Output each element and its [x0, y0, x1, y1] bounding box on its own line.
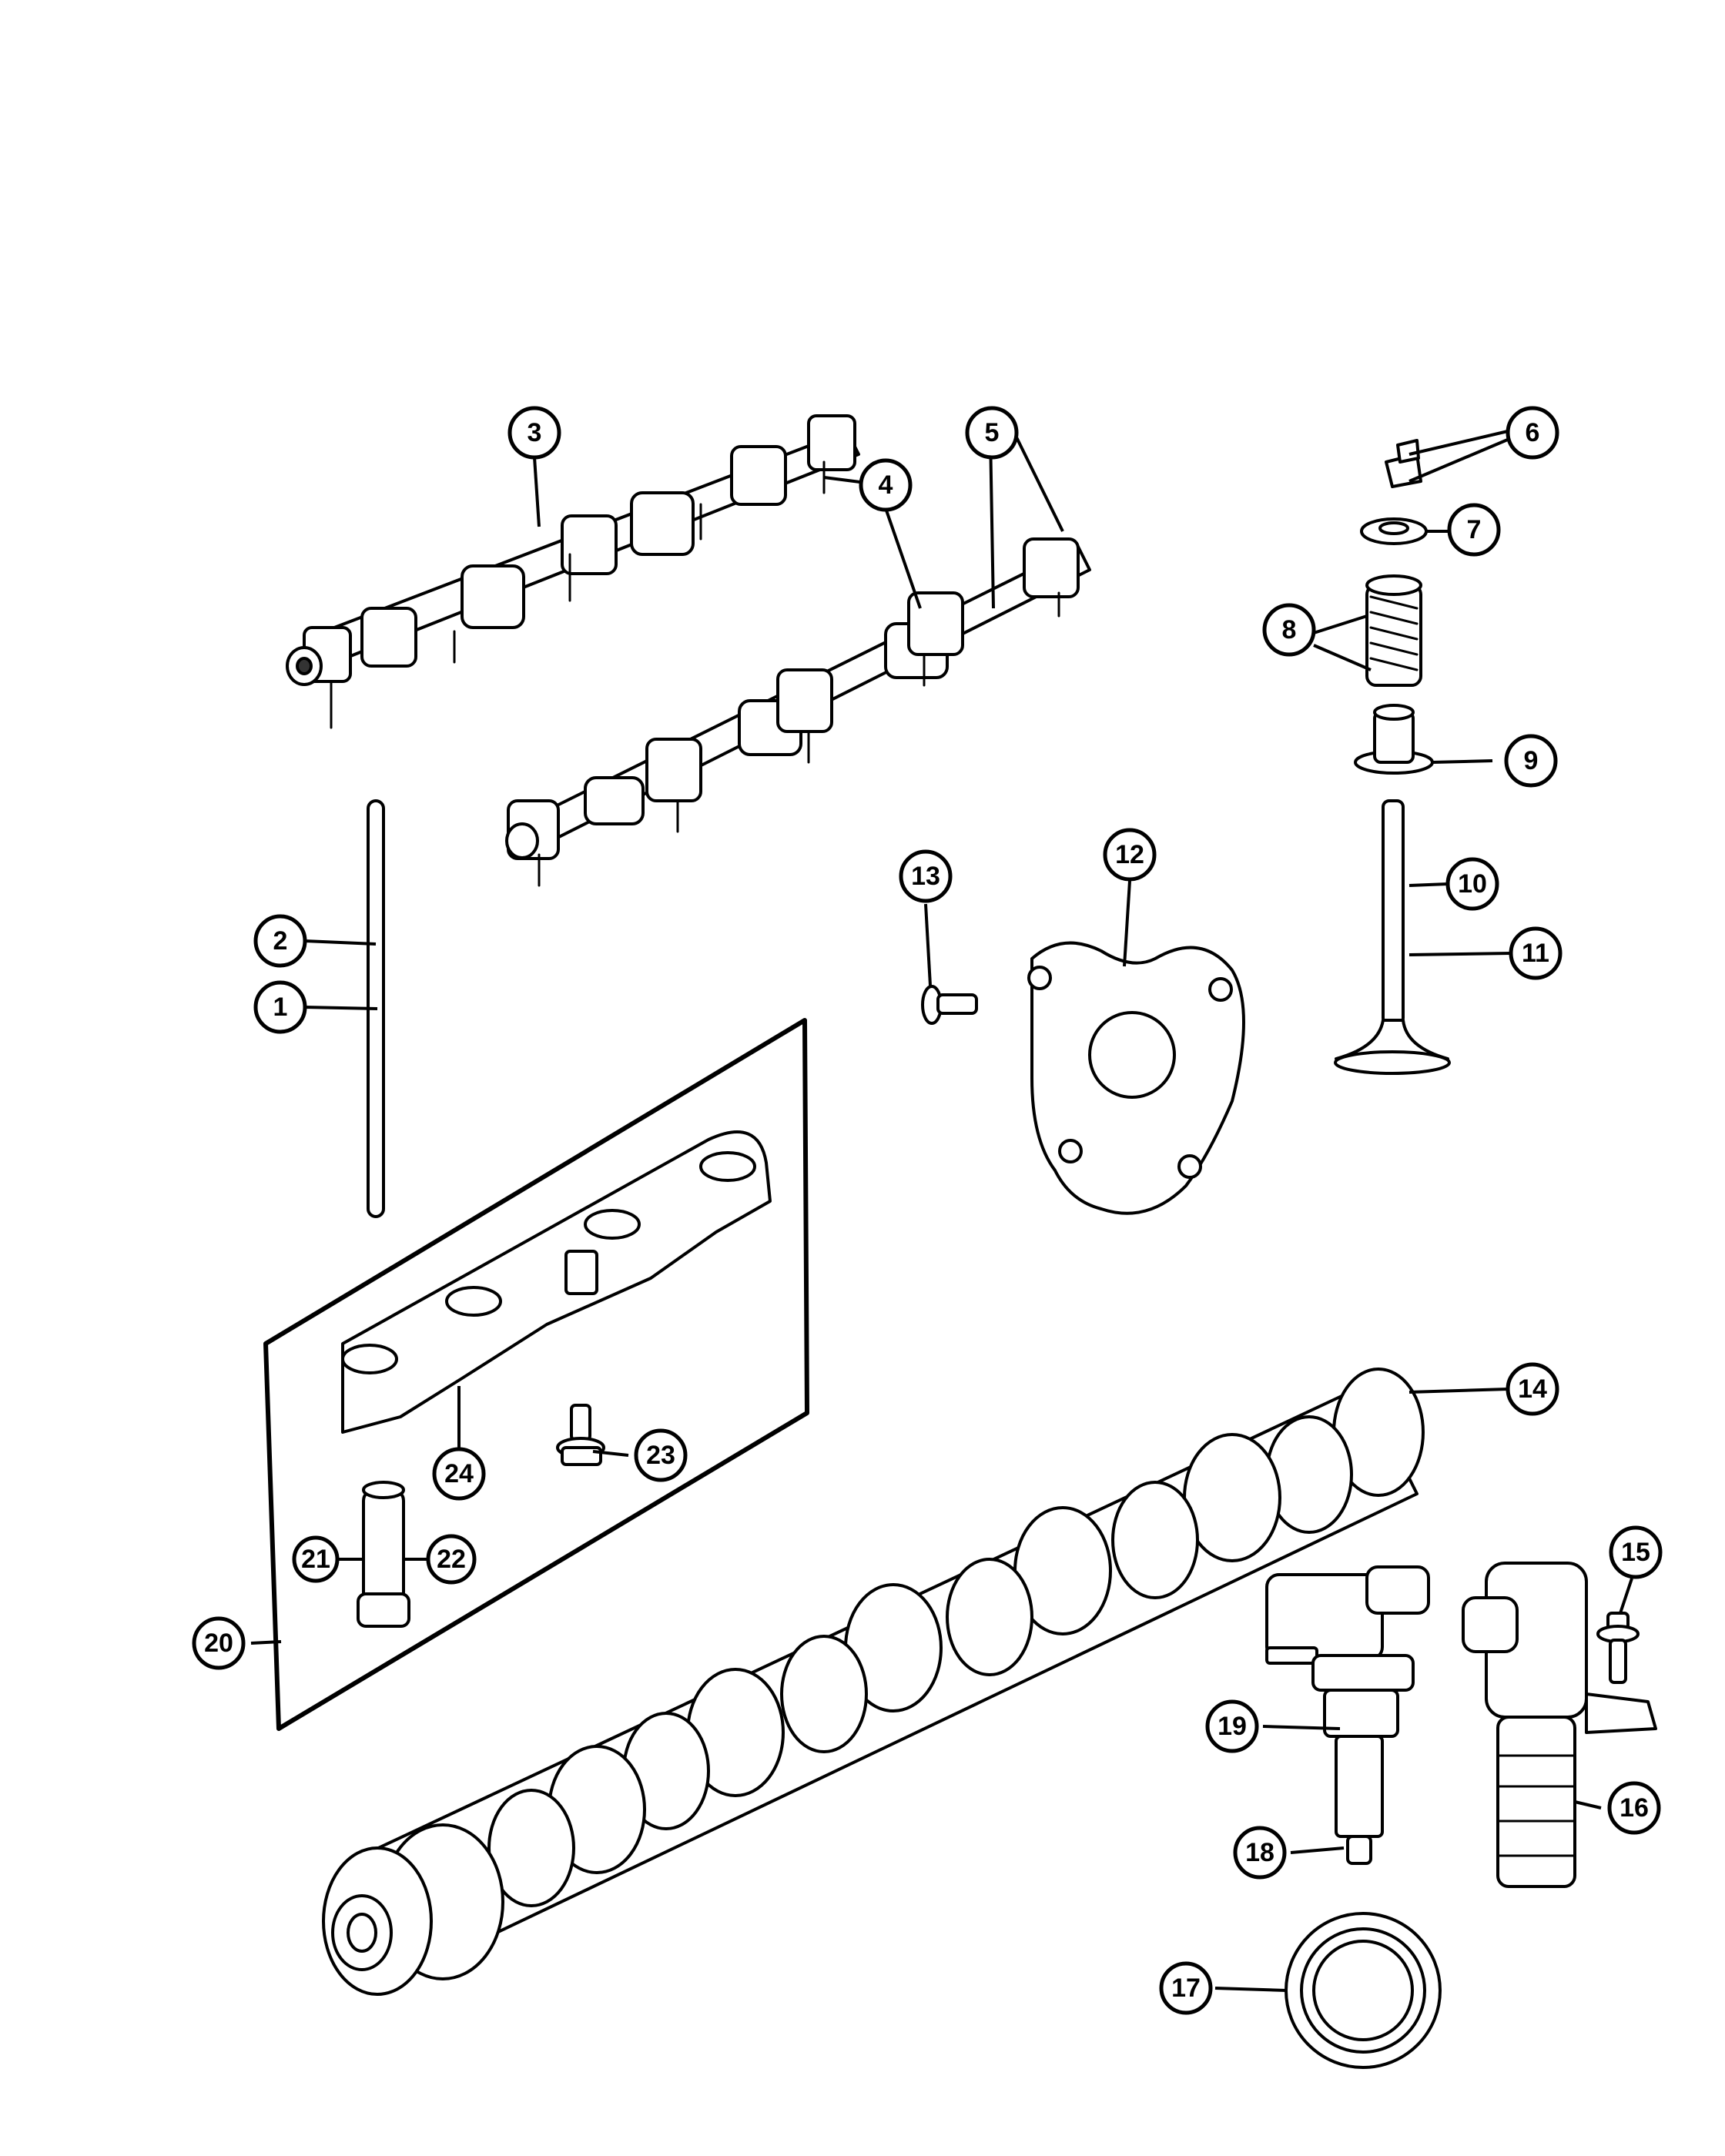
callout-24: 24 — [432, 1447, 486, 1501]
callout-12: 12 — [1103, 828, 1157, 882]
callout-label: 17 — [1171, 1974, 1201, 2003]
callout-16: 16 — [1607, 1781, 1661, 1835]
callout-5: 5 — [965, 406, 1019, 460]
lifter-guide — [341, 1130, 772, 1434]
valve-spring — [1365, 574, 1422, 687]
callout-label: 4 — [879, 470, 893, 500]
callout-label: 8 — [1282, 615, 1297, 644]
valve-spring-retainer — [1360, 517, 1428, 545]
callout-label: 19 — [1218, 1712, 1247, 1741]
callout-label: 20 — [204, 1629, 233, 1658]
callout-21: 21 — [292, 1535, 340, 1583]
callout-label: 21 — [301, 1545, 330, 1574]
callout-label: 13 — [911, 862, 940, 891]
callout-label: 1 — [273, 993, 288, 1022]
callout-2: 2 — [253, 914, 307, 968]
countersunk-bolt — [921, 985, 978, 1025]
callout-label: 9 — [1524, 746, 1539, 775]
callout-3: 3 — [507, 406, 561, 460]
callout-4: 4 — [859, 458, 913, 512]
callout-17: 17 — [1159, 1961, 1213, 2015]
callout-label: 14 — [1518, 1374, 1547, 1404]
leader-lines — [250, 430, 1633, 1992]
callout-label: 2 — [273, 926, 288, 956]
callout-label: 12 — [1115, 840, 1144, 869]
callout-label: 7 — [1467, 515, 1482, 544]
callout-label: 11 — [1522, 939, 1549, 968]
callout-15: 15 — [1609, 1525, 1663, 1579]
callout-label: 5 — [985, 418, 1000, 447]
callout-label: 15 — [1621, 1538, 1650, 1567]
callout-label: 3 — [528, 418, 542, 447]
callout-23: 23 — [634, 1428, 688, 1482]
callout-11: 11 — [1509, 926, 1563, 980]
callout-20: 20 — [192, 1616, 246, 1670]
callout-9: 9 — [1504, 734, 1558, 788]
valve-stem-seal — [1354, 704, 1434, 775]
callout-label: 22 — [437, 1545, 466, 1574]
callout-22: 22 — [426, 1534, 477, 1585]
callout-14: 14 — [1506, 1362, 1559, 1416]
callout-7: 7 — [1447, 503, 1501, 557]
callout-19: 19 — [1205, 1699, 1259, 1753]
callout-13: 13 — [899, 849, 953, 903]
rocker-shaft-assembly-right — [505, 537, 1091, 887]
rocker-shaft-assembly-left — [286, 414, 860, 729]
engine-valve — [1334, 799, 1451, 1075]
callout-8: 8 — [1262, 603, 1316, 657]
cover-plate — [1027, 941, 1245, 1215]
guide-bolt — [556, 1404, 605, 1466]
callout-label: 6 — [1526, 418, 1540, 447]
callout-6: 6 — [1506, 406, 1559, 460]
camshaft-seal — [1285, 1912, 1442, 2069]
solenoid-bolt — [1596, 1612, 1640, 1684]
camshaft — [322, 1368, 1425, 1996]
camshaft-position-sensor — [1265, 1565, 1430, 1865]
callout-label: 16 — [1619, 1793, 1649, 1823]
hydraulic-lifter — [357, 1481, 410, 1628]
callout-label: 10 — [1458, 869, 1487, 899]
callout-label: 23 — [646, 1441, 675, 1470]
callout-18: 18 — [1233, 1826, 1287, 1880]
oil-control-solenoid — [1462, 1562, 1657, 1888]
callout-label: 24 — [444, 1459, 474, 1488]
lifter-guide-kit-box — [263, 1018, 809, 1731]
callout-10: 10 — [1445, 857, 1499, 911]
callout-label: 18 — [1245, 1838, 1274, 1867]
callout-1: 1 — [253, 980, 307, 1034]
